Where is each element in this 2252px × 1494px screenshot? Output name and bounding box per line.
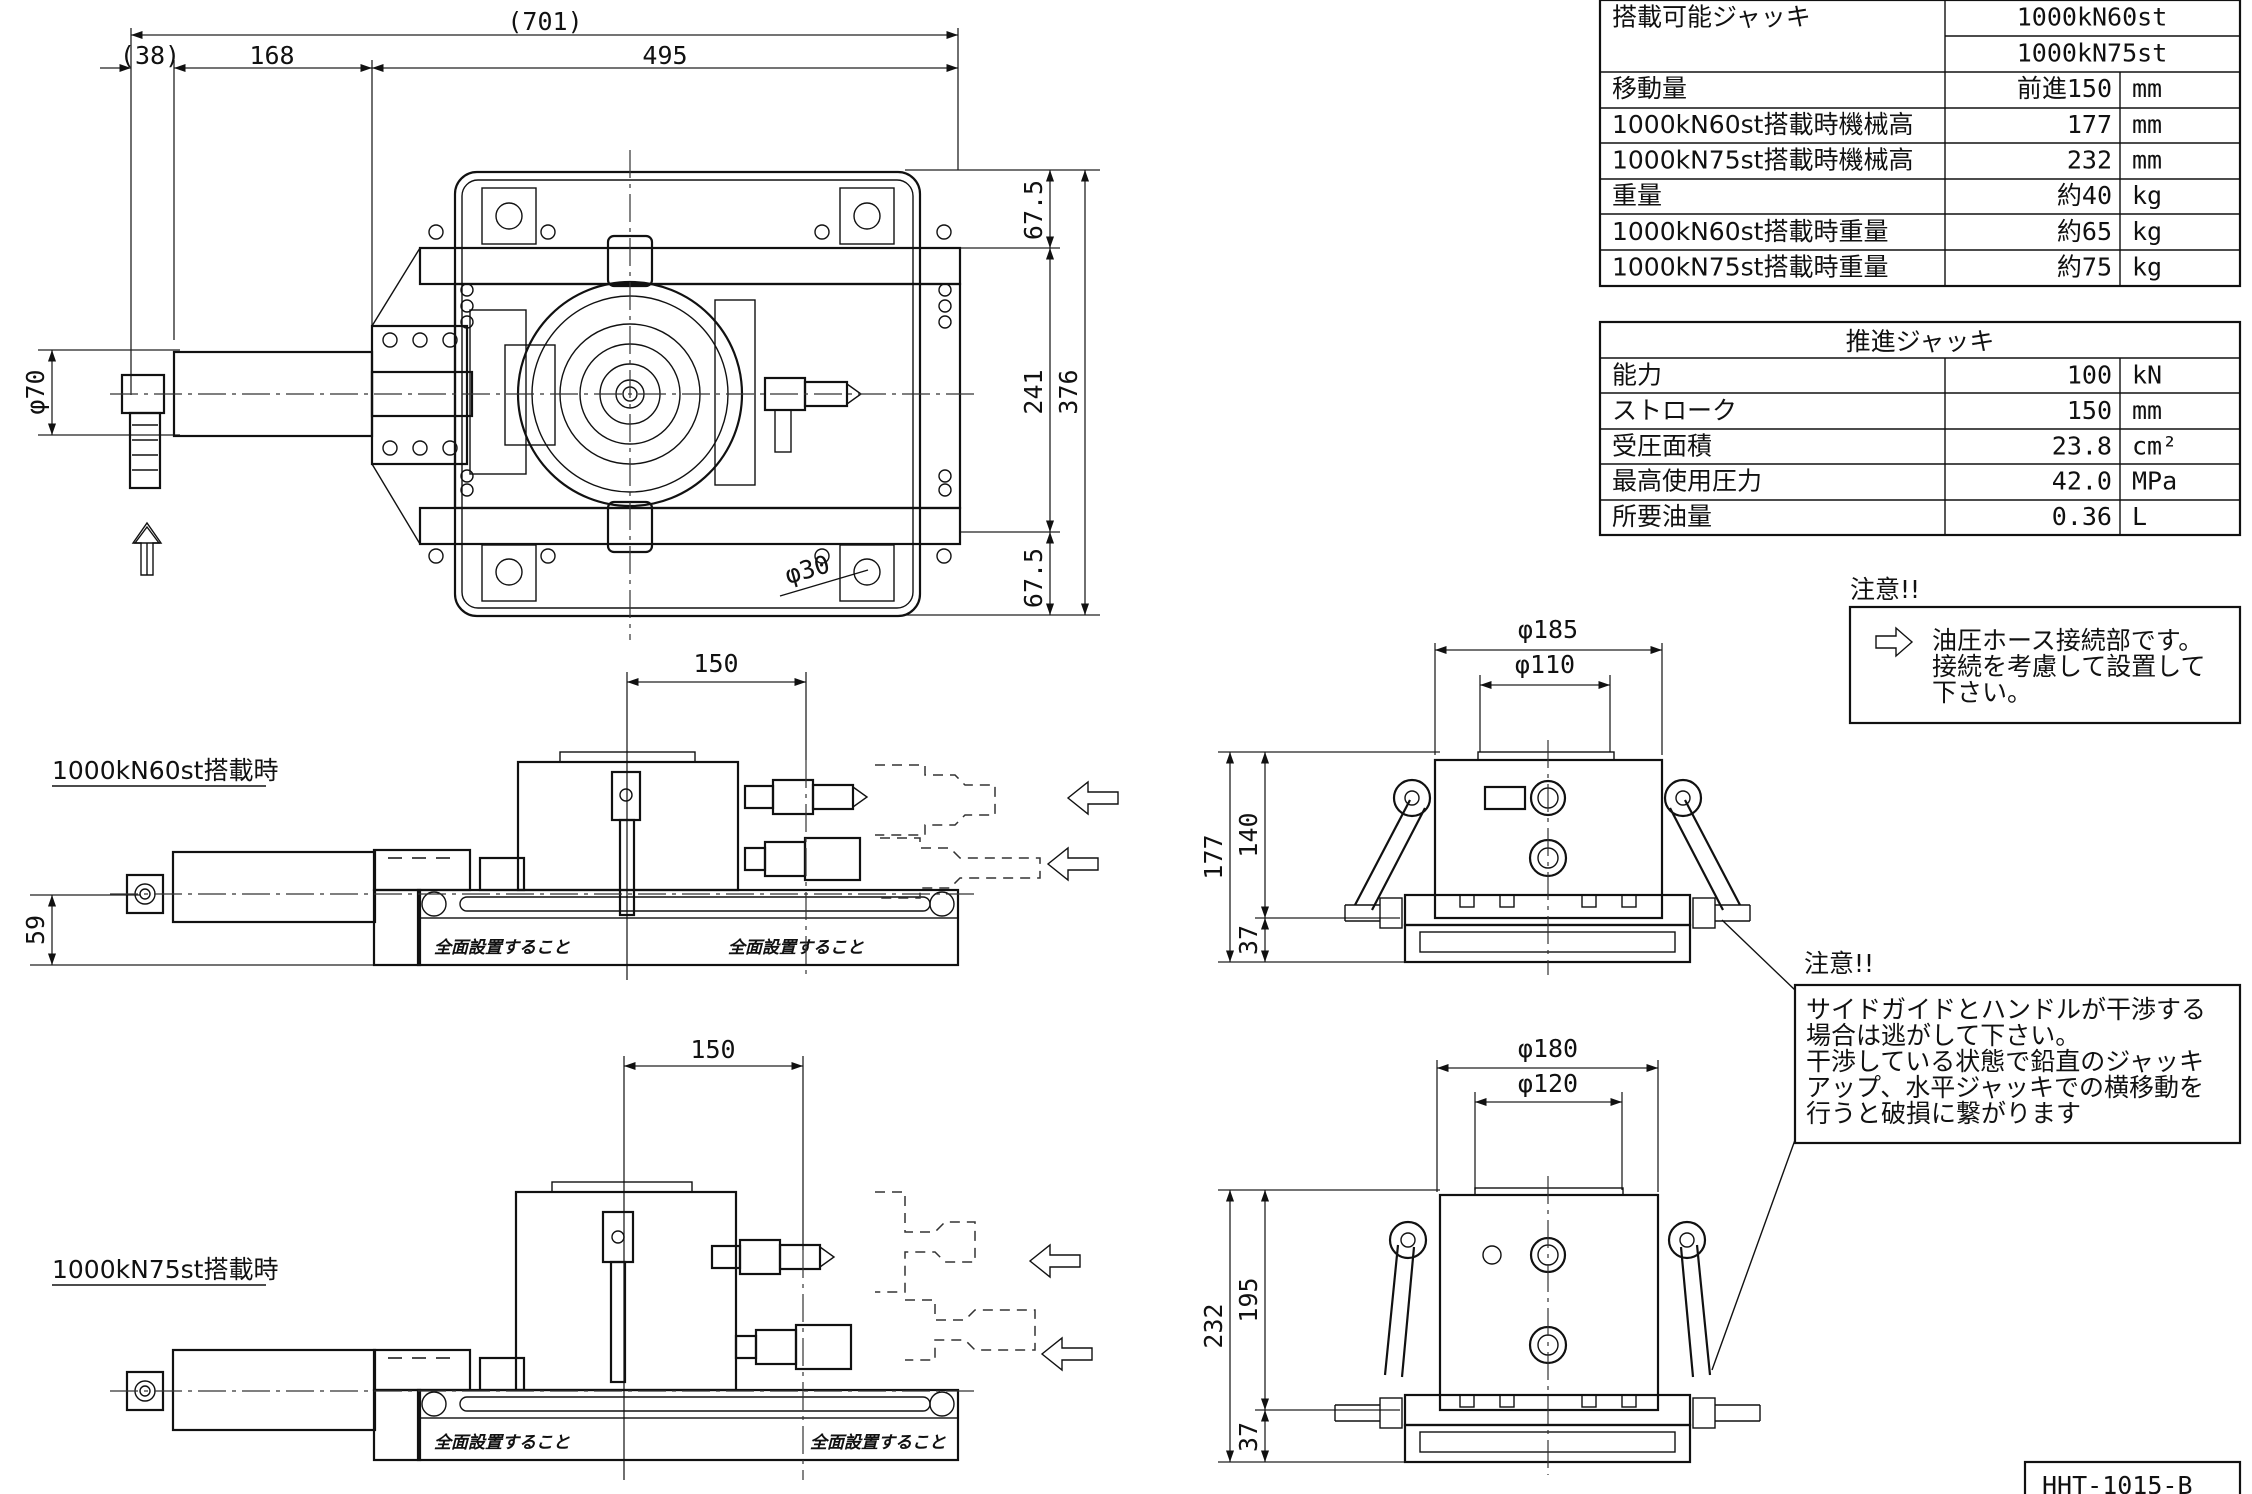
hollow-arrow-icon: [1875, 626, 1914, 658]
side-view-75st: 1000kN75st搭載時 150 全面設置すること 全面設置すること: [52, 1035, 1093, 1480]
jack-row-unit: mm: [2132, 396, 2162, 425]
dim-seg1: 168: [249, 41, 294, 70]
jack-row-value: 150: [2067, 396, 2112, 425]
side-lower-stroke-dim: 150: [690, 1035, 735, 1064]
jack-row-value: 100: [2067, 360, 2112, 389]
side-lower-label: 1000kN75st搭載時: [52, 1255, 278, 1284]
floor-note-1: 全面設置すること: [434, 938, 570, 958]
side-upper-label: 1000kN60st搭載時: [52, 756, 278, 785]
floor-note-4: 全面設置すること: [810, 1433, 946, 1453]
dim-top-gap: 67.5: [1019, 180, 1048, 240]
capacity-row-label: 1000kN75st搭載時重量: [1612, 253, 1888, 282]
note1-line-3: 下さい。: [1932, 678, 2032, 707]
note1-heading: 注意!!: [1850, 575, 1920, 604]
note2-line-2: 場合は逃がして下さい。: [1806, 1021, 2080, 1050]
front-lower-outer-dia: φ180: [1518, 1034, 1578, 1063]
drawing-number-box: HHT-1015-B: [2023, 1460, 2242, 1494]
capacity-row-value: 前進150: [2017, 74, 2112, 103]
capacity-row-label: 1000kN75st搭載時機械高: [1612, 146, 1913, 175]
capacity-row-unit: kg: [2132, 217, 2162, 246]
front-upper-base-h: 37: [1234, 925, 1263, 955]
note-hose: 注意!! 油圧ホース接続部です。 接続を考慮して設置して 下さい。: [1848, 575, 2242, 725]
capacity-row-value: 1000kN60st: [2017, 3, 2168, 32]
jack-row-value: 23.8: [2052, 431, 2112, 460]
capacity-row-value: 1000kN75st: [2017, 38, 2168, 67]
jack-row-label: ストローク: [1612, 396, 1737, 425]
front-upper-upper-h: 140: [1234, 812, 1263, 857]
side-upper-height-dim: 59: [21, 915, 50, 945]
floor-note-2: 全面設置すること: [728, 938, 864, 958]
note2-line-5: 行うと破損に繋がります: [1806, 1099, 2081, 1128]
capacity-row-unit: mm: [2132, 146, 2162, 175]
note2-line-1: サイドガイドとハンドルが干渉する: [1806, 995, 2206, 1024]
plan-view: (701) (38) 168 495 67.5 241 67.5 376 φ70: [21, 7, 1100, 640]
jack-row-label: 能力: [1612, 360, 1662, 389]
jack-row-label: 最高使用圧力: [1612, 467, 1762, 496]
note2-line-4: アップ、水平ジャッキでの横移動を: [1806, 1073, 2204, 1102]
capacity-row-label: 移動量: [1612, 74, 1687, 103]
capacity-row-unit: mm: [2132, 74, 2162, 103]
dim-mid: 241: [1019, 369, 1048, 414]
dim-overall: (701): [507, 7, 582, 36]
capacity-row-unit: kg: [2132, 253, 2162, 282]
side-upper-stroke-dim: 150: [693, 649, 738, 678]
capacity-table: 搭載可能ジャッキ 1000kN60st 1000kN75st 移動量 前進150 mm 10…: [1598, 0, 2242, 288]
capacity-row-value: 232: [2067, 146, 2112, 175]
dim-dia-hole: φ30: [782, 549, 833, 589]
jack-row-value: 0.36: [2052, 502, 2112, 531]
dim-total-h: 376: [1054, 369, 1083, 414]
dim-seg2: 495: [642, 41, 687, 70]
jack-row-label: 所要油量: [1612, 502, 1712, 531]
capacity-row-value: 約75: [2057, 253, 2112, 282]
side-view-60st: 1000kN60st搭載時 150 59 全面設置すること 全面設置すること: [21, 649, 1119, 980]
capacity-row-label: 重量: [1612, 181, 1662, 210]
jack-row-unit: kN: [2132, 360, 2162, 389]
front-lower-total: 232: [1199, 1303, 1228, 1348]
jack-row-label: 受圧面積: [1612, 431, 1712, 460]
jack-row-unit: MPa: [2132, 467, 2177, 496]
capacity-row-label: 1000kN60st搭載時重量: [1612, 217, 1888, 246]
capacity-row-label: 1000kN60st搭載時機械高: [1612, 110, 1913, 139]
jack-table-title: 推進ジャッキ: [1846, 327, 1995, 356]
capacity-row-value: 約40: [2057, 181, 2112, 210]
jack-row-unit: cm²: [2132, 431, 2177, 460]
note2-heading: 注意!!: [1804, 949, 1874, 978]
capacity-row-unit: mm: [2132, 110, 2162, 139]
dim-bottom-gap: 67.5: [1019, 548, 1048, 608]
front-upper-total: 177: [1199, 834, 1228, 879]
floor-note-3: 全面設置すること: [434, 1433, 570, 1453]
capacity-row-value: 約65: [2057, 217, 2112, 246]
note1-line-1: 油圧ホース接続部です。: [1932, 626, 2203, 655]
front-upper-outer-dia: φ185: [1518, 615, 1578, 644]
front-lower-base-h: 37: [1234, 1422, 1263, 1452]
front-upper-inner-dia: φ110: [1515, 650, 1575, 679]
note-interference: 注意!! サイドガイドとハンドルが干渉する 場合は逃がして下さい。 干渉している…: [1711, 919, 2242, 1371]
jack-table: 推進ジャッキ 能力 100 kN ストローク 150 mm 受圧面積 23.8 cm² 最高使用圧…: [1598, 320, 2242, 537]
front-lower-inner-dia: φ120: [1518, 1069, 1578, 1098]
front-view-60st: φ185 φ110 177 140 37: [1199, 615, 1751, 975]
front-view-75st: φ180 φ120 232 195 37: [1199, 1034, 1761, 1475]
dim-dia-left: φ70: [21, 369, 50, 414]
front-lower-upper-h: 195: [1234, 1277, 1263, 1322]
drawing-number: HHT-1015-B: [2042, 1471, 2193, 1494]
note2-line-3: 干渉している状態で鉛直のジャッキ: [1806, 1047, 2204, 1076]
capacity-row-unit: kg: [2132, 181, 2162, 210]
jack-row-value: 42.0: [2052, 467, 2112, 496]
note1-line-2: 接続を考慮して設置して: [1932, 652, 2206, 681]
jack-row-unit: L: [2132, 502, 2147, 531]
dim-left-ext: (38): [120, 41, 180, 70]
capacity-row-label: 搭載可能ジャッキ: [1612, 3, 1811, 32]
capacity-row-value: 177: [2067, 110, 2112, 139]
